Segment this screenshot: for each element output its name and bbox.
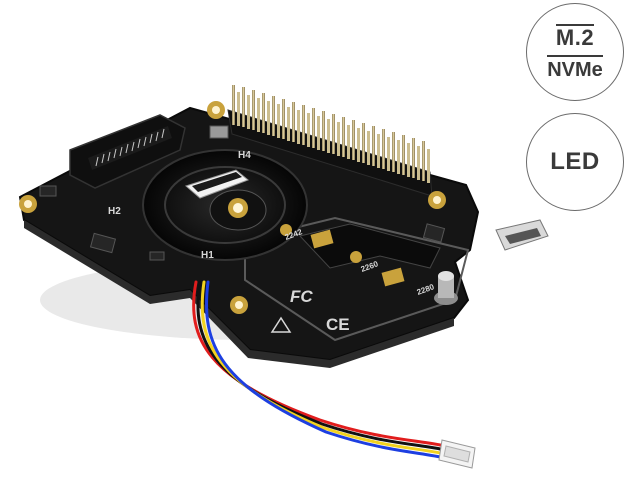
fan xyxy=(142,149,308,261)
jst-connector xyxy=(438,439,476,469)
silk-ce-logo: CE xyxy=(326,315,350,334)
nvme-label: NVMe xyxy=(547,55,603,80)
ffc-connector xyxy=(184,169,249,199)
standoff-screw xyxy=(434,271,458,305)
smd-components xyxy=(39,125,446,261)
m2-standoff-pads xyxy=(310,229,405,287)
m2-connector xyxy=(69,114,186,189)
silk-fcc-logo: FC xyxy=(290,287,313,306)
usb-c-port xyxy=(495,219,549,251)
led-label: LED xyxy=(550,148,600,175)
silk-h1: H1 xyxy=(201,250,214,261)
esd-warning-icon xyxy=(270,316,292,333)
m2-nvme-badge: M.2 NVMe xyxy=(526,3,624,101)
led-badge: LED xyxy=(526,113,624,211)
silk-h2: H2 xyxy=(108,206,121,217)
m2-label: M.2 xyxy=(555,24,595,50)
m2-cutout xyxy=(299,223,441,269)
gpio-header xyxy=(227,85,433,197)
fan-cable xyxy=(192,280,447,460)
silk-h4: H4 xyxy=(238,150,251,161)
